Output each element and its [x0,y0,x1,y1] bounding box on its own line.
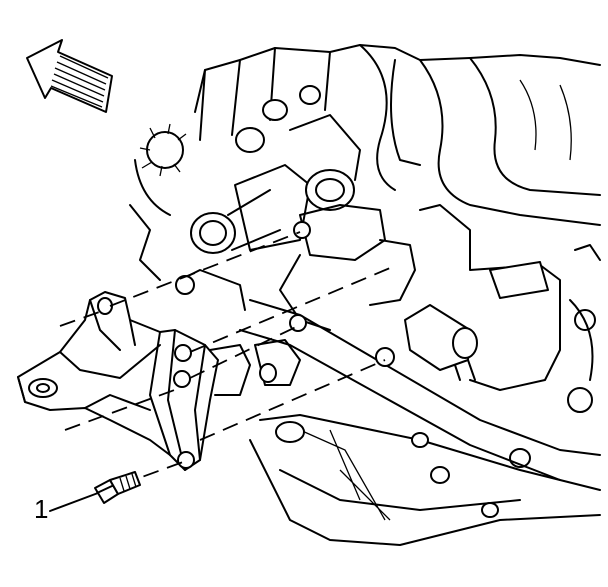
mount-bolt [94,471,141,504]
engine-mount-bracket [17,291,219,471]
engine-block-illustration [129,44,601,546]
alignment-lines [59,231,391,486]
callout-number-1: 1 [34,494,49,524]
callout-leader-line [49,492,99,512]
direction-arrow-icon [26,39,113,113]
